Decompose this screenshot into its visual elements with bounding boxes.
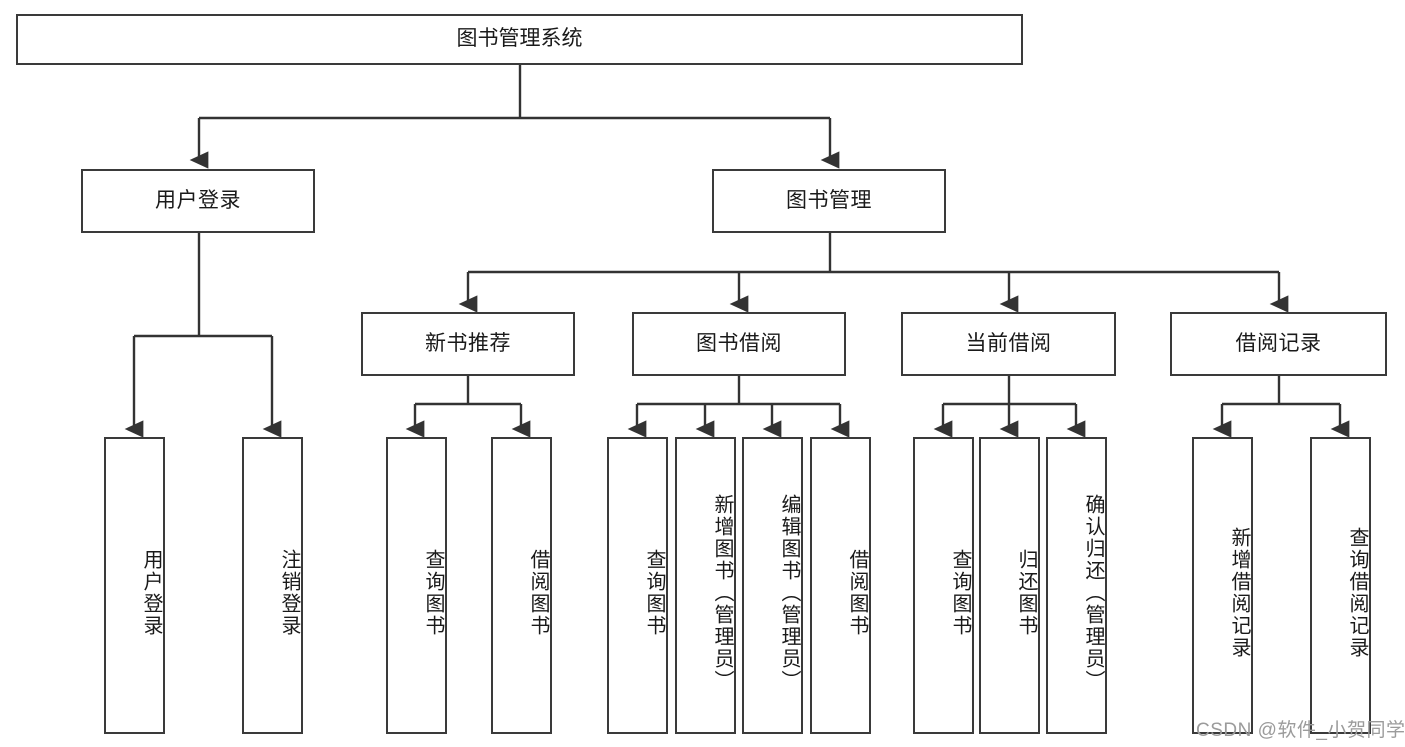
node-label: 借阅图书: [846, 548, 868, 637]
node-label: 用户登录: [140, 548, 162, 637]
node-label: 查询图书: [643, 548, 665, 637]
node-label: 图书借阅: [696, 331, 782, 355]
node-label: 注销登录: [278, 548, 300, 637]
node-label: 当前借阅: [965, 331, 1052, 355]
leaf-confirm-return[interactable]: 确认归还（管理员）: [1046, 437, 1107, 734]
node-root-system[interactable]: 图书管理系统: [16, 14, 1023, 65]
leaf-logout-login[interactable]: 注销登录: [242, 437, 303, 734]
node-label: 查询借阅记录: [1346, 526, 1368, 659]
leaf-borrow-book-1[interactable]: 借阅图书: [491, 437, 552, 734]
leaf-query-book-3[interactable]: 查询图书: [913, 437, 974, 734]
node-label: 新书推荐: [425, 331, 511, 355]
node-borrow-record[interactable]: 借阅记录: [1170, 312, 1387, 376]
node-label: 新增借阅记录: [1228, 526, 1250, 659]
node-label: 归还图书: [1015, 548, 1037, 637]
leaf-borrow-book-2[interactable]: 借阅图书: [810, 437, 871, 734]
leaf-return-book[interactable]: 归还图书: [979, 437, 1040, 734]
node-book-borrow[interactable]: 图书借阅: [632, 312, 846, 376]
node-label: 编辑图书（管理员）: [778, 493, 800, 692]
node-label: 图书管理: [786, 188, 872, 212]
node-label: 用户登录: [155, 188, 241, 212]
leaf-edit-book[interactable]: 编辑图书（管理员）: [742, 437, 803, 734]
node-current-borrow[interactable]: 当前借阅: [901, 312, 1116, 376]
leaf-query-book-1[interactable]: 查询图书: [386, 437, 447, 734]
leaf-add-book[interactable]: 新增图书（管理员）: [675, 437, 736, 734]
node-book-management[interactable]: 图书管理: [712, 169, 946, 233]
node-label: 查询图书: [949, 548, 971, 637]
csdn-watermark: CSDN @软件_小贺同学: [1196, 720, 1405, 741]
node-new-book-recommend[interactable]: 新书推荐: [361, 312, 575, 376]
node-label: 新增图书（管理员）: [711, 493, 733, 692]
node-label: 查询图书: [422, 548, 444, 637]
leaf-query-book-2[interactable]: 查询图书: [607, 437, 668, 734]
node-label: 图书管理系统: [456, 27, 583, 51]
leaf-add-record[interactable]: 新增借阅记录: [1192, 437, 1253, 734]
node-user-login[interactable]: 用户登录: [81, 169, 315, 233]
node-label: 借阅图书: [527, 548, 549, 637]
node-label: 确认归还（管理员）: [1082, 493, 1104, 692]
node-label: 借阅记录: [1235, 331, 1322, 355]
leaf-user-login[interactable]: 用户登录: [104, 437, 165, 734]
leaf-query-record[interactable]: 查询借阅记录: [1310, 437, 1371, 734]
